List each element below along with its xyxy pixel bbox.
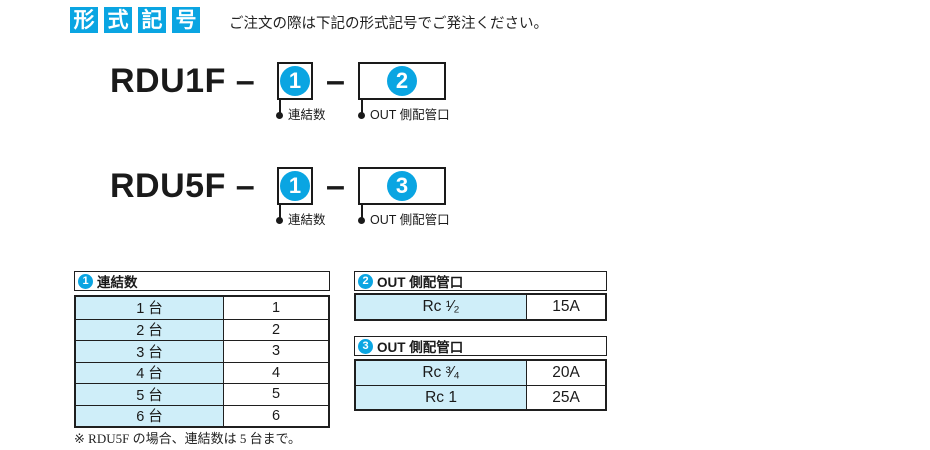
bullet-icon [358,112,365,119]
table3-header: 3 OUT 側配管口 [354,336,607,356]
thread-size-cell: Rc ¹⁄₂ [356,295,527,319]
nominal-size-cell: 15A [527,295,605,319]
nominal-size-cell: 25A [527,386,605,409]
circled-1-icon: 1 [280,171,310,201]
units-cell: 1 台 [76,297,224,319]
table-row: Rc ³⁄₄ 20A [356,361,605,385]
circled-1-icon: 1 [280,66,310,96]
order-instruction-text: ご注文の際は下記の形式記号でご発注ください。 [229,16,548,32]
model-code-diagram-rdu5f: RDU5F – 1 – 3 連結数 OUT 側配管口 [110,167,490,231]
thread-size-cell: Rc ³⁄₄ [356,361,527,385]
units-cell: 6 台 [76,405,224,426]
leader-line [279,98,281,114]
slot2-caption: OUT 側配管口 [370,108,450,122]
model-name: RDU5F – [110,167,256,205]
section-title-badge: 形 式 記 号 [70,7,200,33]
circled-3-icon: 3 [387,171,417,201]
badge-char: 形 [70,7,98,33]
code-cell: 1 [224,297,328,319]
slot2-caption: OUT 側配管口 [370,213,450,227]
code-cell: 4 [224,362,328,383]
bullet-icon [358,217,365,224]
footnote: ※ RDU5F の場合、連結数は 5 台まで。 [74,431,302,446]
table2-title: OUT 側配管口 [377,275,464,290]
table2-header: 2 OUT 側配管口 [354,271,607,291]
bullet-icon [276,217,283,224]
table1-header: 1 連結数 [74,271,330,291]
code-cell: 3 [224,341,328,362]
bullet-icon [276,112,283,119]
leader-line [361,98,363,114]
circled-2-icon: 2 [387,66,417,96]
table-row: 3 台 3 [76,340,328,362]
model-code-diagram-rdu1f: RDU1F – 1 – 2 連結数 OUT 側配管口 [110,62,490,126]
table-row: Rc 1 25A [356,385,605,409]
code-slot-2: 2 [358,62,446,100]
table1-renketsu: 1 台 1 2 台 2 3 台 3 4 台 4 5 台 5 6 台 6 [74,295,330,428]
badge-char: 記 [138,7,166,33]
units-cell: 4 台 [76,362,224,383]
units-cell: 5 台 [76,384,224,405]
units-cell: 3 台 [76,341,224,362]
table2-out-port: Rc ¹⁄₂ 15A [354,293,607,321]
table-row: Rc ¹⁄₂ 15A [356,295,605,319]
code-dash: – [326,61,345,100]
table-row: 4 台 4 [76,361,328,383]
code-cell: 6 [224,405,328,426]
circled-1-icon: 1 [78,273,93,289]
table-row: 2 台 2 [76,318,328,340]
circled-2-icon: 2 [358,273,373,289]
badge-char: 式 [104,7,132,33]
circled-3-icon: 3 [358,338,373,354]
units-cell: 2 台 [76,319,224,340]
slot1-caption: 連結数 [288,213,326,227]
code-slot-3: 3 [358,167,446,205]
table-row: 1 台 1 [76,297,328,319]
model-name: RDU1F – [110,62,256,100]
code-dash: – [326,166,345,205]
code-cell: 2 [224,319,328,340]
badge-char: 号 [172,7,200,33]
table1-title: 連結数 [97,275,138,290]
table-row: 6 台 6 [76,404,328,426]
table-row: 5 台 5 [76,383,328,405]
thread-size-cell: Rc 1 [356,386,527,409]
leader-line [361,203,363,219]
leader-line [279,203,281,219]
code-slot-1: 1 [277,62,313,100]
nominal-size-cell: 20A [527,361,605,385]
slot1-caption: 連結数 [288,108,326,122]
table3-out-port: Rc ³⁄₄ 20A Rc 1 25A [354,359,607,411]
table3-title: OUT 側配管口 [377,340,464,355]
code-cell: 5 [224,384,328,405]
code-slot-1: 1 [277,167,313,205]
